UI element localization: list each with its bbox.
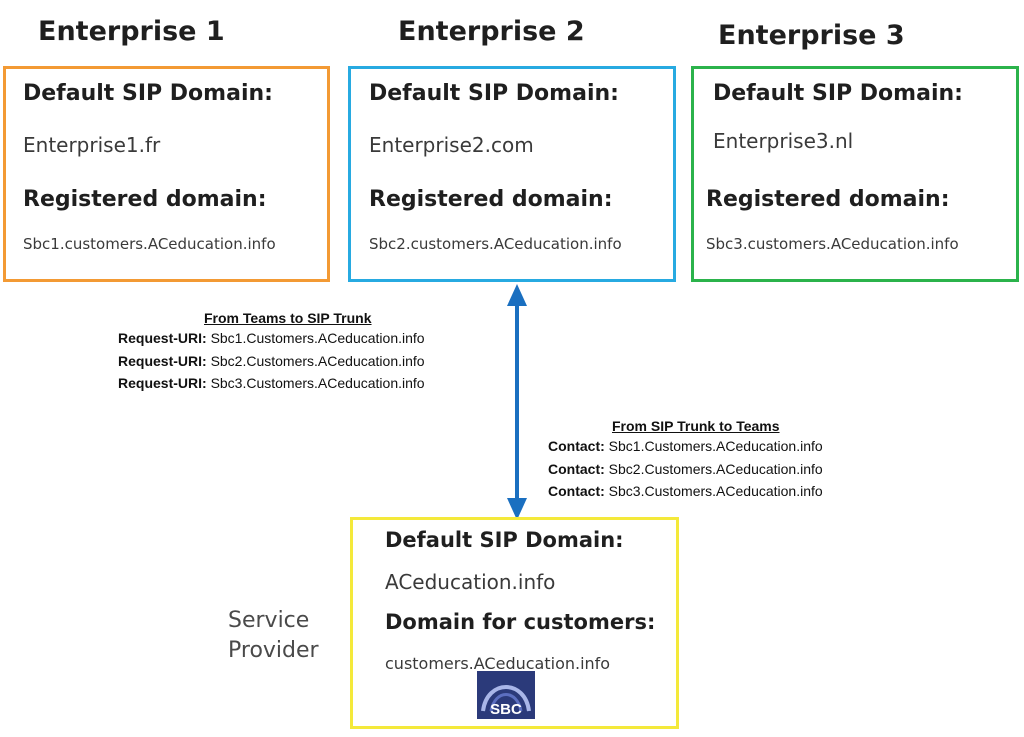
request-uri-value: Sbc2.Customers.ACeducation.info xyxy=(210,352,425,369)
arrow-head-up xyxy=(507,284,527,306)
registered-domain-value: Sbc2.customers.ACeducation.info xyxy=(369,235,622,253)
default-sip-domain-value: Enterprise2.com xyxy=(369,133,534,157)
enterprise-2-title: Enterprise 2 xyxy=(398,16,585,47)
sip-to-teams-title: From SIP Trunk to Teams xyxy=(612,418,780,434)
default-sip-domain-label: Default SIP Domain: xyxy=(369,81,619,106)
contact-value: Sbc3.Customers.ACeducation.info xyxy=(608,483,823,499)
registered-domain-label: Registered domain: xyxy=(23,187,267,212)
registered-domain-value: Sbc1.customers.ACeducation.info xyxy=(23,235,276,253)
request-uri-key: Request-URI: xyxy=(118,352,207,369)
contact-key: Contact: xyxy=(548,483,605,499)
default-sip-domain-label: Default SIP Domain: xyxy=(713,81,963,106)
contact-value: Sbc2.Customers.ACeducation.info xyxy=(608,460,823,477)
service-provider-box: Default SIP Domain: ACeducation.info Dom… xyxy=(350,517,679,729)
registered-domain-label: Registered domain: xyxy=(369,187,613,212)
sip-to-teams-block: From SIP Trunk to Teams Contact: Sbc1.Cu… xyxy=(548,417,823,503)
teams-to-sip-title: From Teams to SIP Trunk xyxy=(204,310,372,326)
enterprise-2-box: Default SIP Domain: Enterprise2.com Regi… xyxy=(348,66,676,282)
request-uri-value: Sbc1.Customers.ACeducation.info xyxy=(210,330,425,346)
arrow-head-down xyxy=(507,498,527,520)
service-provider-line2: Provider xyxy=(228,638,319,663)
sbc-logo-icon: SBC xyxy=(477,671,535,719)
contact-row: Contact: Sbc2.Customers.ACeducation.info xyxy=(548,458,823,481)
contact-key: Contact: xyxy=(548,460,605,477)
sp-customers-label: Domain for customers: xyxy=(385,610,656,634)
enterprise-1-title: Enterprise 1 xyxy=(38,16,225,47)
enterprise-3-title: Enterprise 3 xyxy=(718,20,905,51)
default-sip-domain-value: Enterprise3.nl xyxy=(713,129,854,153)
request-uri-key: Request-URI: xyxy=(118,375,207,391)
contact-key: Contact: xyxy=(548,438,605,454)
bidirectional-arrow xyxy=(507,284,527,520)
sp-default-sip-label: Default SIP Domain: xyxy=(385,528,624,552)
contact-value: Sbc1.Customers.ACeducation.info xyxy=(608,438,823,454)
default-sip-domain-value: Enterprise1.fr xyxy=(23,133,161,157)
enterprise-3-box: Default SIP Domain: Enterprise3.nl Regis… xyxy=(691,66,1019,282)
registered-domain-value: Sbc3.customers.ACeducation.info xyxy=(706,235,959,253)
contact-row: Contact: Sbc3.Customers.ACeducation.info xyxy=(548,480,823,503)
request-uri-row: Request-URI: Sbc3.Customers.ACeducation.… xyxy=(118,372,425,395)
service-provider-label: Service Provider xyxy=(228,606,319,666)
request-uri-value: Sbc3.Customers.ACeducation.info xyxy=(210,375,425,391)
contact-row: Contact: Sbc1.Customers.ACeducation.info xyxy=(548,435,823,458)
sbc-logo-text: SBC xyxy=(490,701,522,718)
request-uri-key: Request-URI: xyxy=(118,330,207,346)
registered-domain-label: Registered domain: xyxy=(706,187,950,212)
sp-default-sip-value: ACeducation.info xyxy=(385,570,556,594)
request-uri-row: Request-URI: Sbc1.Customers.ACeducation.… xyxy=(118,327,425,350)
sp-customers-value: customers.ACeducation.info xyxy=(385,654,611,673)
enterprise-1-box: Default SIP Domain: Enterprise1.fr Regis… xyxy=(3,66,330,282)
service-provider-line1: Service xyxy=(228,608,310,633)
request-uri-row: Request-URI: Sbc2.Customers.ACeducation.… xyxy=(118,350,425,373)
default-sip-domain-label: Default SIP Domain: xyxy=(23,81,273,106)
teams-to-sip-block: From Teams to SIP Trunk Request-URI: Sbc… xyxy=(118,309,425,395)
